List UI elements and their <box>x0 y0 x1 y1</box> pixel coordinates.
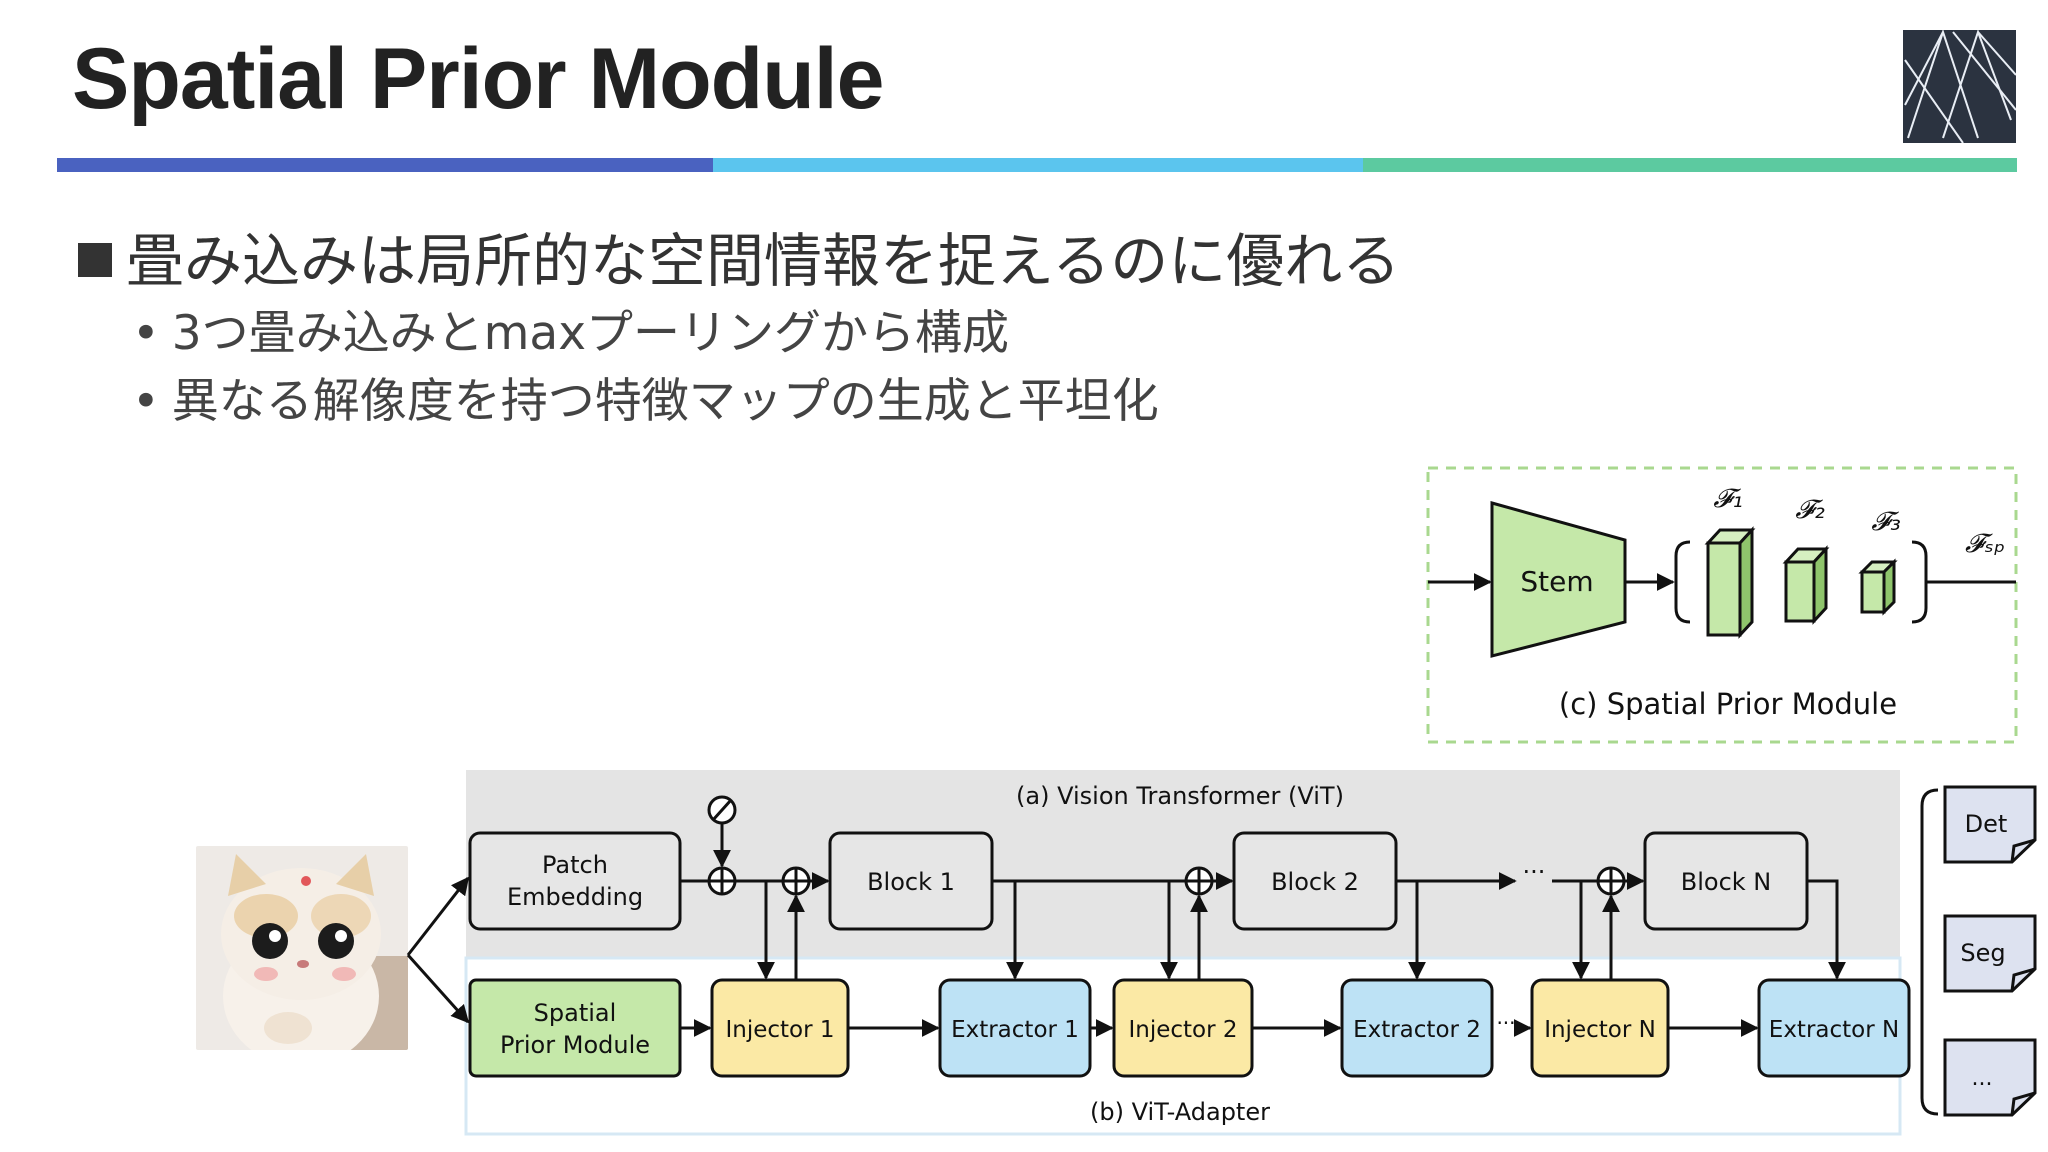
spm-detail-panel: Stem 𝓕₁ 𝓕₂ 𝓕₃ 𝓕ₛₚ (c) Spatial Prior Modu… <box>1426 466 2018 744</box>
adapter-caption: (b) ViT-Adapter <box>1090 1098 1270 1126</box>
patch-embedding-box <box>468 831 682 931</box>
logo-icon <box>1903 30 2016 143</box>
dot-bullet-icon: • <box>132 374 160 429</box>
blockn-to-extractorn-arrow <box>1807 879 1846 980</box>
block-2-label: Block 2 <box>1271 868 1359 896</box>
bullet-sub-2-text: 異なる解像度を持つ特徴マップの生成と平坦化 <box>171 374 1159 429</box>
image-to-spm-arrow <box>406 953 470 1024</box>
feature-cube-1 <box>1704 526 1756 639</box>
rule-segment-cyan <box>713 158 1363 172</box>
dot-bullet-icon: • <box>132 306 160 361</box>
feature-cube-2 <box>1782 545 1830 625</box>
right-brace <box>1911 540 1928 624</box>
add-icon-pos <box>707 866 737 896</box>
vit-caption: (a) Vision Transformer (ViT) <box>1016 782 1344 810</box>
output-det <box>1943 785 2037 864</box>
square-bullet-icon <box>78 243 112 277</box>
rule-segment-blue <box>57 158 713 172</box>
injector-1-label: Injector 1 <box>725 1017 834 1043</box>
spatial-prior-module-box <box>468 978 682 1078</box>
patch-embedding-label-1: Patch <box>542 851 608 879</box>
ellipsis-top: ··· <box>1523 858 1546 886</box>
injector-2-label: Injector 2 <box>1128 1017 1237 1043</box>
block-n-label: Block N <box>1681 868 1772 896</box>
extractor-2-label: Extractor 2 <box>1353 1017 1481 1043</box>
feature-label-sp: 𝓕ₛₚ <box>1965 529 2005 559</box>
bullet-main-text: 畳み込みは局所的な空間情報を捉えるのに優れる <box>126 227 1401 295</box>
image-to-patch-arrow <box>406 876 470 956</box>
spm-label-1: Spatial <box>534 999 617 1027</box>
block-1-label: Block 1 <box>867 868 955 896</box>
feature-label-1: 𝓕₁ <box>1713 484 1743 514</box>
output-seg-label: Seg <box>1960 939 2005 967</box>
extractor-n-box <box>1757 978 1911 1078</box>
output-more <box>1943 1038 2037 1117</box>
left-brace <box>1674 540 1691 624</box>
spm-detail-border <box>1426 466 2018 744</box>
slide-title: Spatial Prior Module <box>72 31 884 127</box>
output-more-label: ... <box>1972 1066 1993 1091</box>
stem-trapezoid <box>1490 501 1627 658</box>
extractor-2-box <box>1340 978 1494 1078</box>
add-icon-1 <box>781 866 811 896</box>
stem-label: Stem <box>1520 565 1593 598</box>
feature-cube-3 <box>1858 558 1898 616</box>
bullet-sub-1-text: 3つ畳み込みとmaxプーリングから構成 <box>171 306 1010 361</box>
add-icon-2 <box>1184 866 1214 896</box>
cat-photo <box>196 846 408 1050</box>
feature-label-2: 𝓕₂ <box>1795 495 1825 525</box>
bullet-sub-1: •3つ畳み込みとmaxプーリングから構成 <box>132 294 1009 363</box>
extractor-n-label: Extractor N <box>1769 1017 1899 1043</box>
output-det-label: Det <box>1965 810 2008 838</box>
rule-segment-green <box>1363 158 2017 172</box>
add-icon-n <box>1596 866 1626 896</box>
output-brace <box>1920 788 1939 1116</box>
spm-detail-caption: (c) Spatial Prior Module <box>1559 687 1897 721</box>
bullet-main: 畳み込みは局所的な空間情報を捉えるのに優れる <box>78 214 1400 298</box>
patch-embedding-label-2: Embedding <box>507 883 643 911</box>
feature-label-3: 𝓕₃ <box>1871 507 1901 537</box>
output-seg <box>1943 914 2037 993</box>
injector-n-label: Injector N <box>1544 1017 1656 1043</box>
spm-label-2: Prior Module <box>500 1031 650 1059</box>
bullet-sub-2: •異なる解像度を持つ特徴マップの生成と平坦化 <box>132 362 1159 431</box>
ellipsis-bottom: ··· <box>1496 1011 1515 1035</box>
extractor-1-label: Extractor 1 <box>951 1017 1079 1043</box>
